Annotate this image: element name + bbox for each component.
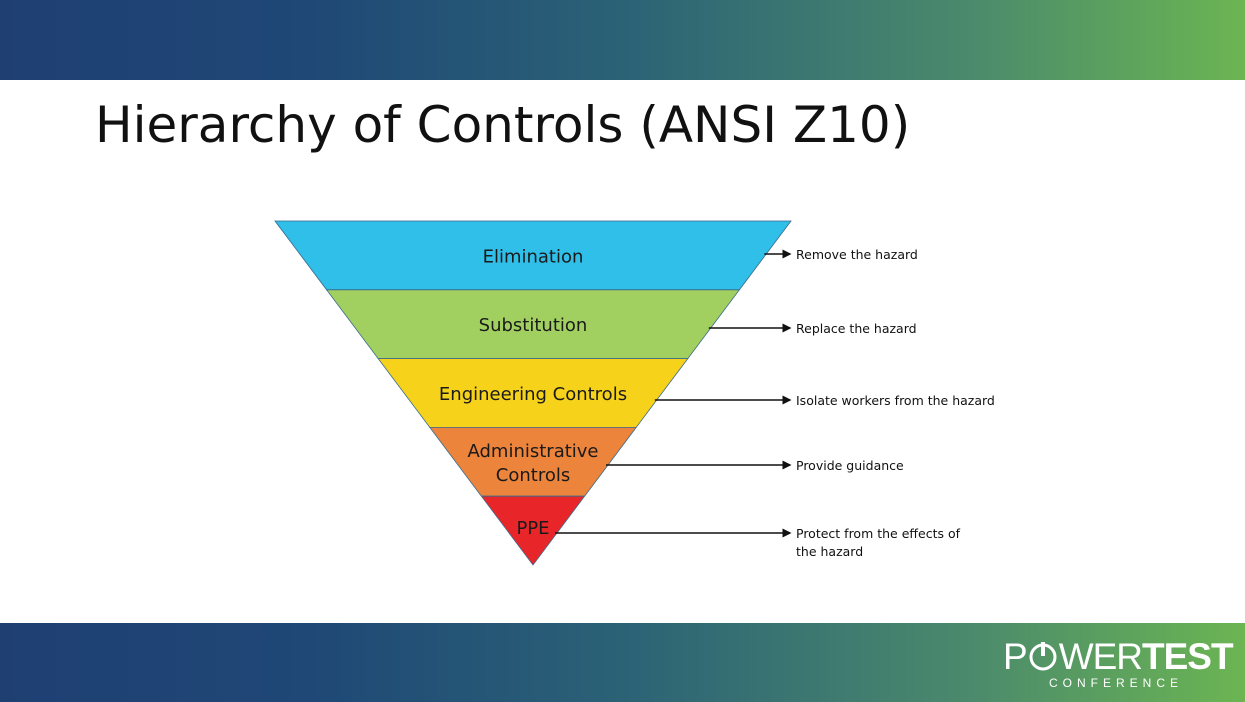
level-label: Administrative bbox=[467, 441, 598, 462]
power-o-icon bbox=[1029, 642, 1057, 671]
logo-wordmark: P WERTEST bbox=[1003, 636, 1234, 678]
level-description: Provide guidance bbox=[796, 458, 904, 473]
level-label: Substitution bbox=[479, 315, 588, 336]
pyramid-level-1: Elimination Remove the hazard bbox=[274, 220, 918, 291]
level-description: Protect from the effects of bbox=[796, 526, 961, 541]
bottom-banner bbox=[0, 623, 1245, 702]
top-banner bbox=[0, 0, 1245, 80]
pyramid-level-5: PPE Protect from the effects of the hazard bbox=[480, 495, 961, 566]
level-description: the hazard bbox=[796, 544, 863, 559]
level-description: Replace the hazard bbox=[796, 321, 917, 336]
level-description: Remove the hazard bbox=[796, 247, 918, 262]
slide-title: Hierarchy of Controls (ANSI Z10) bbox=[95, 96, 911, 154]
level-label: PPE bbox=[516, 518, 549, 539]
logo-letter-p: P bbox=[1003, 636, 1028, 677]
level-label: Engineering Controls bbox=[439, 384, 627, 405]
level-description: Isolate workers from the hazard bbox=[796, 393, 995, 408]
pyramid-level-2: Substitution Replace the hazard bbox=[325, 289, 917, 360]
level-label: Elimination bbox=[483, 246, 584, 267]
level-label: Controls bbox=[496, 465, 570, 486]
logo-test: TEST bbox=[1142, 636, 1234, 677]
logo-subtitle: CONFERENCE bbox=[1049, 676, 1184, 690]
logo-wer: WER bbox=[1058, 636, 1143, 677]
powertest-logo: P WERTEST CONFERENCE bbox=[1003, 636, 1234, 692]
pyramid-band bbox=[480, 495, 586, 566]
pyramid-level-3: Engineering Controls Isolate workers from… bbox=[377, 358, 995, 428]
